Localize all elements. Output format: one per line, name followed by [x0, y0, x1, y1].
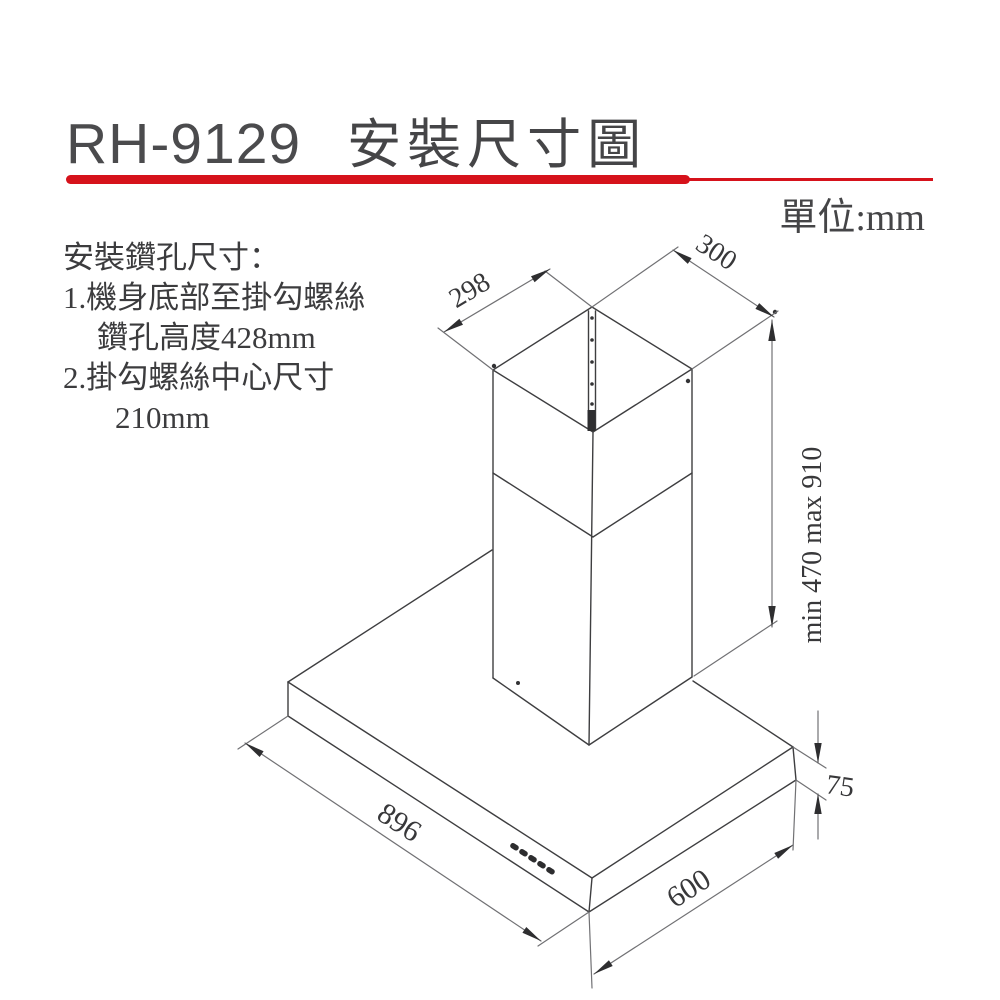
screw-hole-dots: [491, 309, 778, 685]
dimension-600: [588, 779, 797, 989]
duct-seam-line: [492, 472, 693, 538]
mounting-bracket: [587, 310, 597, 431]
dimension-chimney-height: [693, 319, 778, 677]
title-underline-thin: [688, 178, 933, 181]
control-buttons: [510, 842, 555, 875]
unit-label: 單位:mm: [779, 197, 925, 239]
note-item-2: 2.掛勾螺絲中心尺寸: [63, 360, 335, 395]
dim-label-chimney-height: min 470 max 910: [797, 446, 828, 644]
title-underline: [66, 175, 690, 184]
hood-body-outline: [287, 549, 797, 913]
note-item-1-cont: 鑽孔高度428mm: [97, 320, 316, 355]
model-number: RH-9129: [66, 112, 302, 176]
duct-outline: [492, 306, 693, 746]
dimension-300: [591, 246, 779, 370]
title-text: 安裝尺寸圖: [347, 115, 648, 175]
note-item-2-cont: 210mm: [115, 400, 210, 435]
page-title: RH-9129 安裝尺寸圖: [66, 100, 647, 179]
note-item-1: 1.機身底部至掛勾螺絲: [63, 280, 366, 315]
dimension-298: [437, 268, 593, 371]
dim-label-75: 75: [824, 769, 857, 804]
dimension-896: [237, 715, 590, 947]
dimension-75: [792, 710, 827, 840]
notes-heading: 安裝鑽孔尺寸：: [63, 240, 280, 275]
install-notes: 安裝鑽孔尺寸： 1.機身底部至掛勾螺絲 鑽孔高度428mm 2.掛勾螺絲中心尺寸…: [63, 238, 365, 438]
